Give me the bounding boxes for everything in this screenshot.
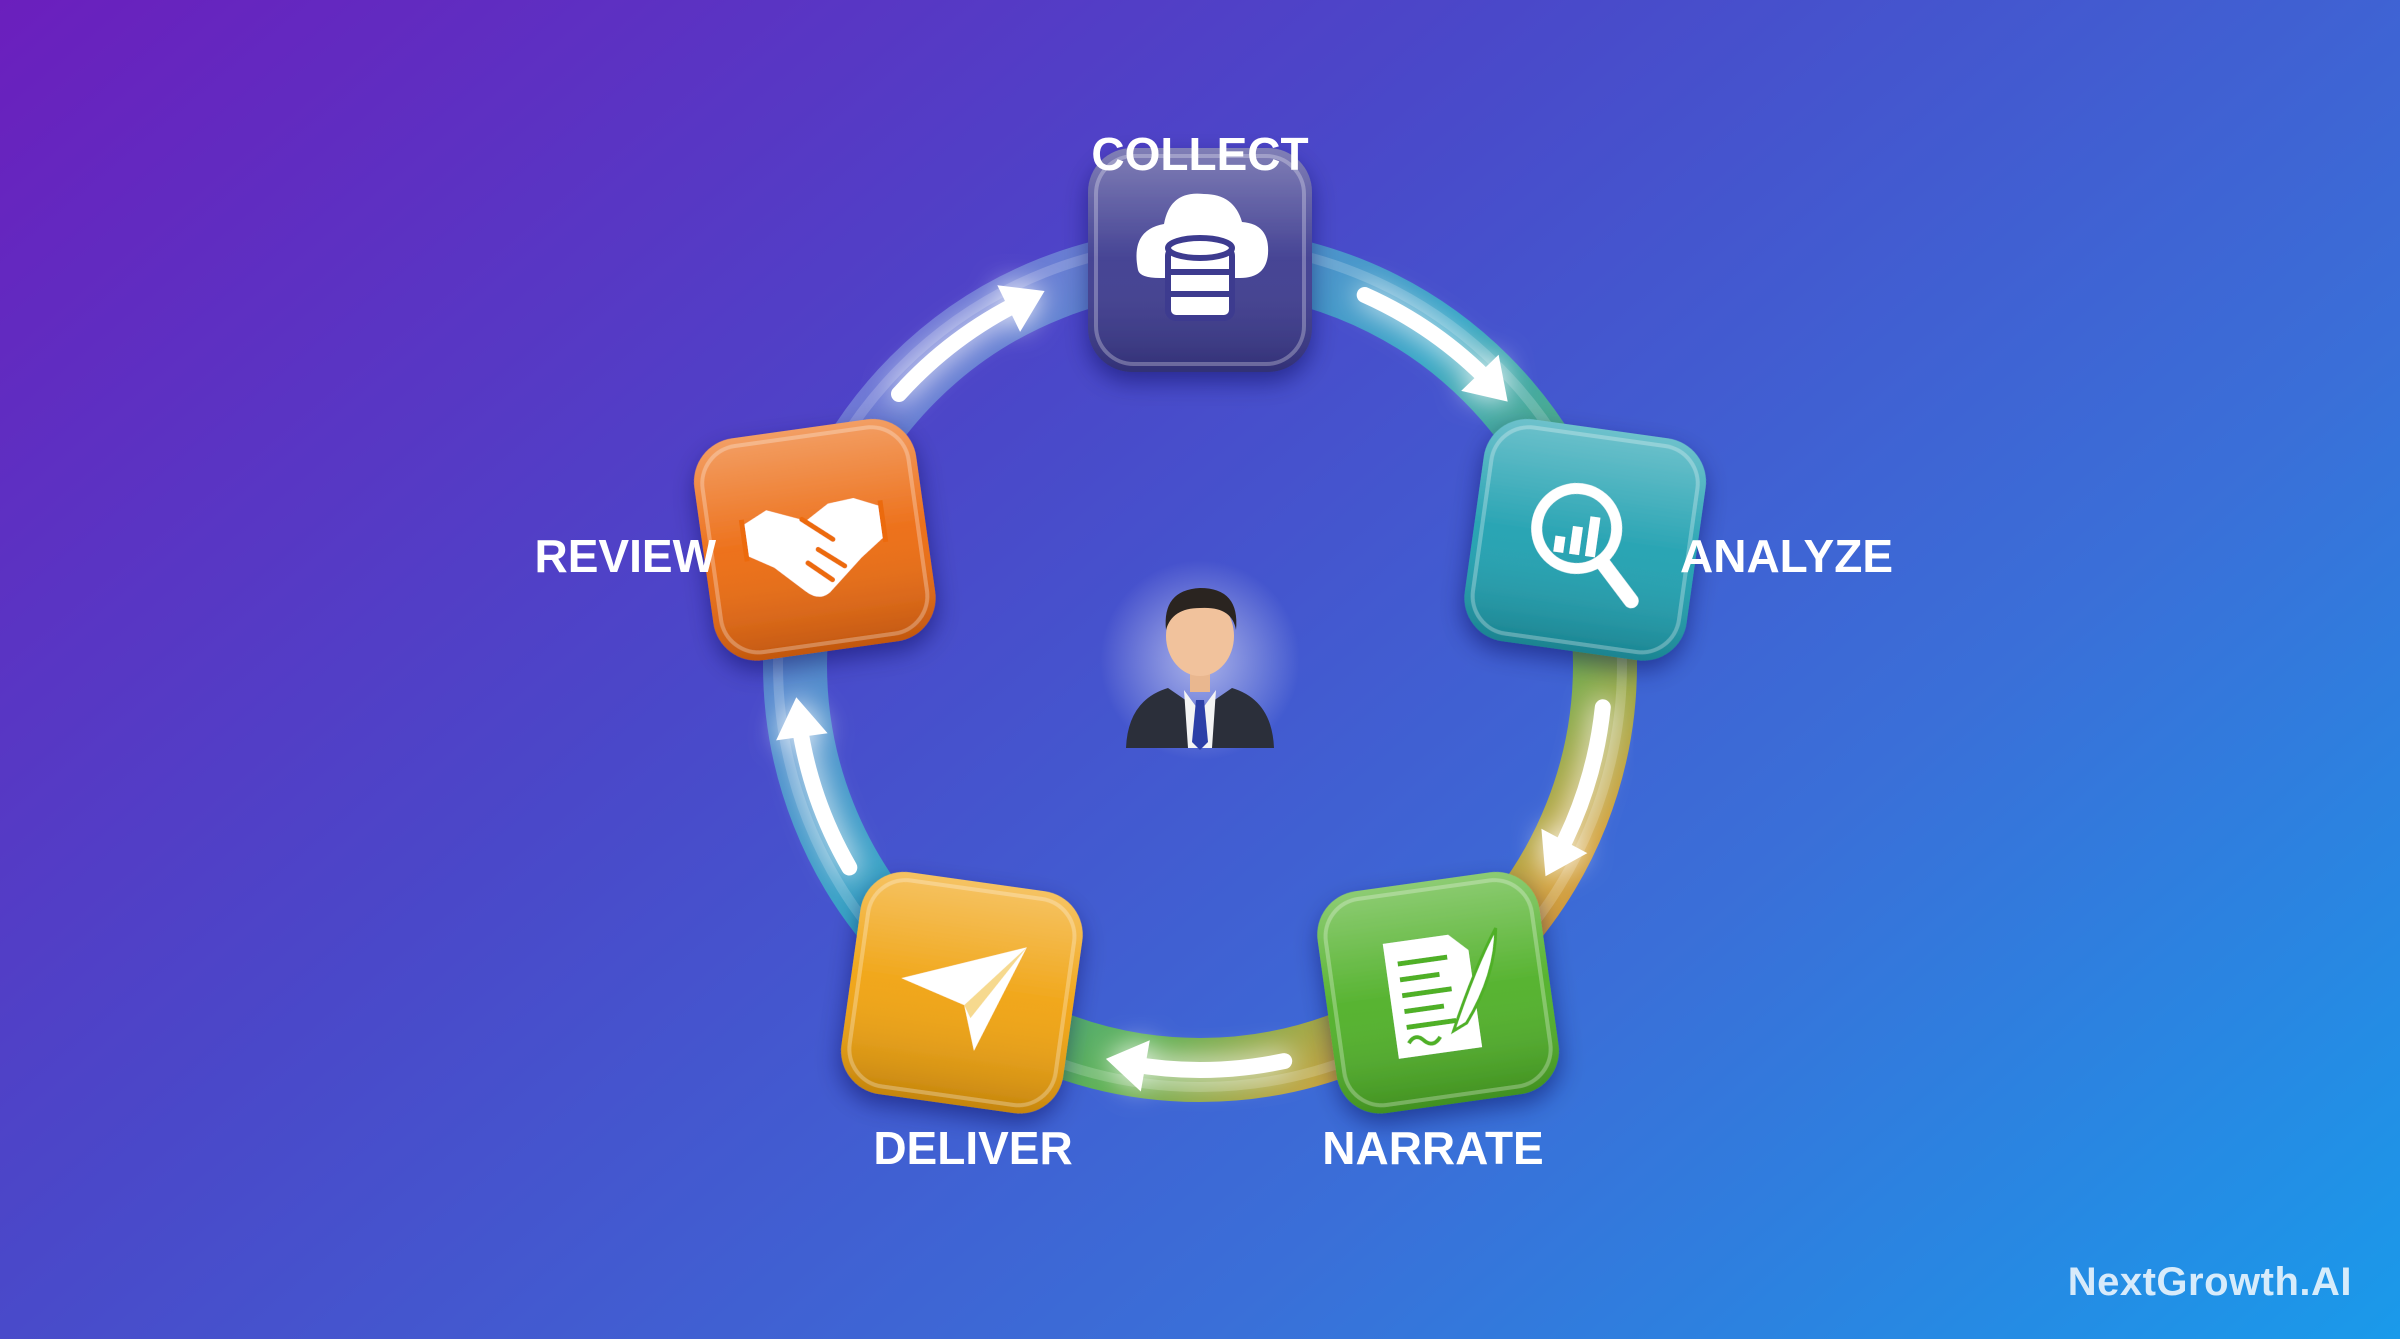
arrow-deliver-to-review [776,697,858,876]
paper-plane-icon [901,947,1027,1051]
step-labels: COLLECT ANALYZE NARRATE DELIVER REVIEW [535,128,1893,1174]
magnifier-chart-icon [1531,483,1639,609]
arrow-collect-to-analyze [1356,287,1508,402]
step-tiles [693,148,1707,1114]
step-label-analyze: ANALYZE [1680,530,1893,582]
step-label-narrate: NARRATE [1322,1122,1543,1174]
cloud-database-icon [1136,193,1269,321]
center-person [1100,560,1300,760]
cycle-arrows [776,285,1611,1092]
arrow-review-to-collect [891,285,1045,402]
step-label-deliver: DELIVER [873,1122,1072,1174]
arrow-narrate-to-deliver [1105,1040,1293,1092]
businessman-icon [1126,588,1274,750]
handshake-icon [738,498,889,597]
step-tile-deliver [841,871,1083,1114]
step-label-collect: COLLECT [1091,128,1308,180]
step-tile-collect [1088,148,1312,372]
step-tile-narrate [1317,871,1559,1114]
document-quill-icon [1382,927,1498,1059]
step-tile-analyze [1464,418,1707,661]
step-tile-review [693,418,936,661]
brand-logo-text: NextGrowth.AI [2067,1260,2352,1304]
step-label-review: REVIEW [535,530,717,582]
arrow-analyze-to-narrate [1541,699,1611,877]
